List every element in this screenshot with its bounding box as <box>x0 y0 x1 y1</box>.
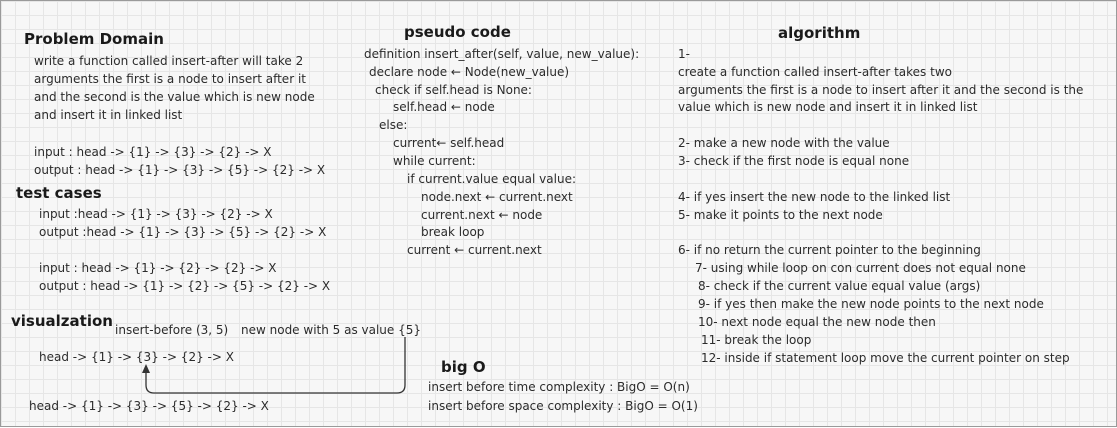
pseudo-code-title: pseudo code <box>404 23 511 41</box>
algorithm-line: 7- using while loop on con current does … <box>695 261 1026 275</box>
pseudo-code-line: check if self.head is None: <box>375 83 532 97</box>
pseudo-code-line: else: <box>379 118 408 132</box>
big-o-title: big O <box>441 358 486 376</box>
pseudo-code-line: break loop <box>421 225 485 239</box>
test-case-line: output : head -> {1} -> {2} -> {5} -> {2… <box>39 279 331 293</box>
problem-domain-line: and insert it in linked list <box>34 108 183 122</box>
algorithm-line: value which is new node and insert it in… <box>678 100 978 114</box>
visualization-note: new node with 5 as value {5} <box>241 323 422 337</box>
big-o-space: insert before space complexity : BigO = … <box>428 399 698 413</box>
test-case-line: input :head -> {1} -> {3} -> {2} -> X <box>39 207 273 221</box>
algorithm-line: 10- next node equal the new node then <box>698 315 936 329</box>
test-case-line: output :head -> {1} -> {3} -> {5} -> {2}… <box>39 225 327 239</box>
algorithm-line: 3- check if the first node is equal none <box>678 154 910 168</box>
pseudo-code-line: current← self.head <box>393 136 505 150</box>
visualization-call: insert-before (3, 5) <box>115 323 229 337</box>
visualization-title: visualzation <box>11 312 113 330</box>
algorithm-line: arguments the first is a node to insert … <box>678 83 1084 97</box>
pseudo-code-line: current ← current.next <box>407 243 542 257</box>
pseudo-code-line: self.head ← node <box>393 100 495 114</box>
pseudo-code-line: declare node ← Node(new_value) <box>369 65 570 79</box>
problem-domain-input: input : head -> {1} -> {3} -> {2} -> X <box>34 145 272 159</box>
visualization-before: head -> {1} -> {3} -> {2} -> X <box>39 350 234 364</box>
problem-domain-line: and the second is the value which is new… <box>34 90 315 104</box>
problem-domain-output: output : head -> {1} -> {3} -> {5} -> {2… <box>34 163 326 177</box>
pseudo-code-line: definition insert_after(self, value, new… <box>364 47 640 61</box>
algorithm-line: 4- if yes insert the new node to the lin… <box>678 190 951 204</box>
algorithm-title: algorithm <box>778 24 861 42</box>
algorithm-line: 11- break the loop <box>701 333 812 347</box>
pseudo-code-line: while current: <box>393 154 476 168</box>
problem-domain-title: Problem Domain <box>24 30 164 48</box>
visualization-after: head -> {1} -> {3} -> {5} -> {2} -> X <box>29 399 269 413</box>
algorithm-line: 6- if no return the current pointer to t… <box>678 243 981 257</box>
algorithm-line: 5- make it points to the next node <box>678 208 883 222</box>
problem-domain-line: arguments the first is a node to insert … <box>34 72 306 86</box>
pseudo-code-line: current.next ← node <box>421 208 543 222</box>
pseudo-code-line: if current.value equal value: <box>407 172 576 186</box>
algorithm-line: 9- if yes then make the new node points … <box>698 297 1044 311</box>
algorithm-line: 8- check if the current value equal valu… <box>698 279 981 293</box>
algorithm-line: 2- make a new node with the value <box>678 136 890 150</box>
test-cases-title: test cases <box>16 184 102 202</box>
pseudo-code-line: node.next ← current.next <box>421 190 573 204</box>
big-o-time: insert before time complexity : BigO = O… <box>428 380 690 394</box>
problem-domain-line: write a function called insert-after wil… <box>34 54 304 68</box>
algorithm-line: 1- <box>678 47 690 61</box>
algorithm-line: 12- inside if statement loop move the cu… <box>701 351 1070 365</box>
algorithm-line: create a function called insert-after ta… <box>678 65 952 79</box>
test-case-line: input : head -> {1} -> {2} -> {2} -> X <box>39 261 277 275</box>
